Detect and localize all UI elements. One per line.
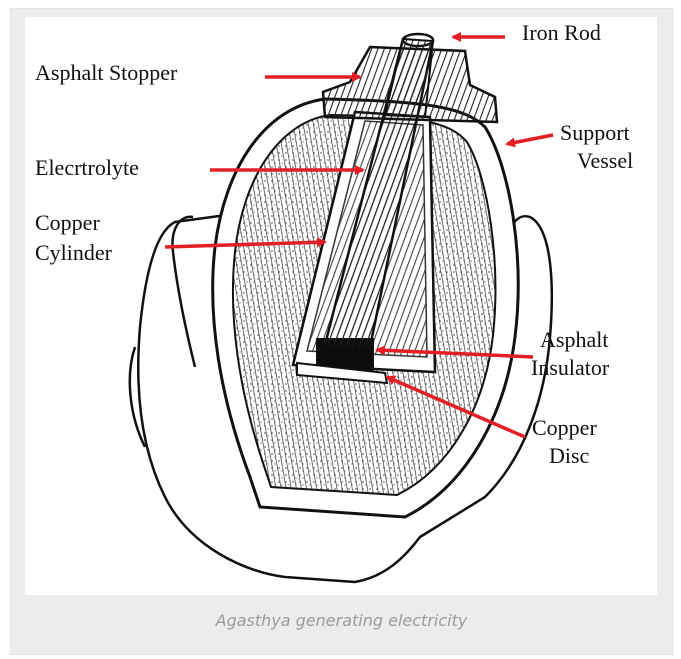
figure-caption: Agasthya generating electricity (11, 611, 672, 630)
label-copper-cylinder-line1: Copper (35, 210, 100, 235)
label-copper-disc-line1: Copper (532, 415, 597, 440)
asphalt-stopper (323, 39, 497, 122)
battery-diagram: Iron Rod Asphalt Stopper Elecrtrolyte Co… (25, 17, 657, 595)
figure-frame: Iron Rod Asphalt Stopper Elecrtrolyte Co… (10, 8, 673, 655)
arrow-support-vessel (507, 135, 553, 144)
label-copper-disc-line2: Disc (549, 443, 590, 468)
label-asphalt-stopper: Asphalt Stopper (35, 60, 178, 85)
label-iron-rod: Iron Rod (522, 20, 601, 45)
label-electrolyte: Elecrtrolyte (35, 155, 139, 180)
label-support-vessel-line2: Vessel (577, 148, 633, 173)
battery-illustration: Iron Rod Asphalt Stopper Elecrtrolyte Co… (25, 17, 657, 595)
label-asphalt-insulator-line2: Insulator (531, 355, 610, 380)
label-copper-cylinder-line2: Cylinder (35, 240, 113, 265)
label-support-vessel-line1: Support (560, 120, 630, 145)
label-asphalt-insulator-line1: Asphalt (540, 327, 608, 352)
